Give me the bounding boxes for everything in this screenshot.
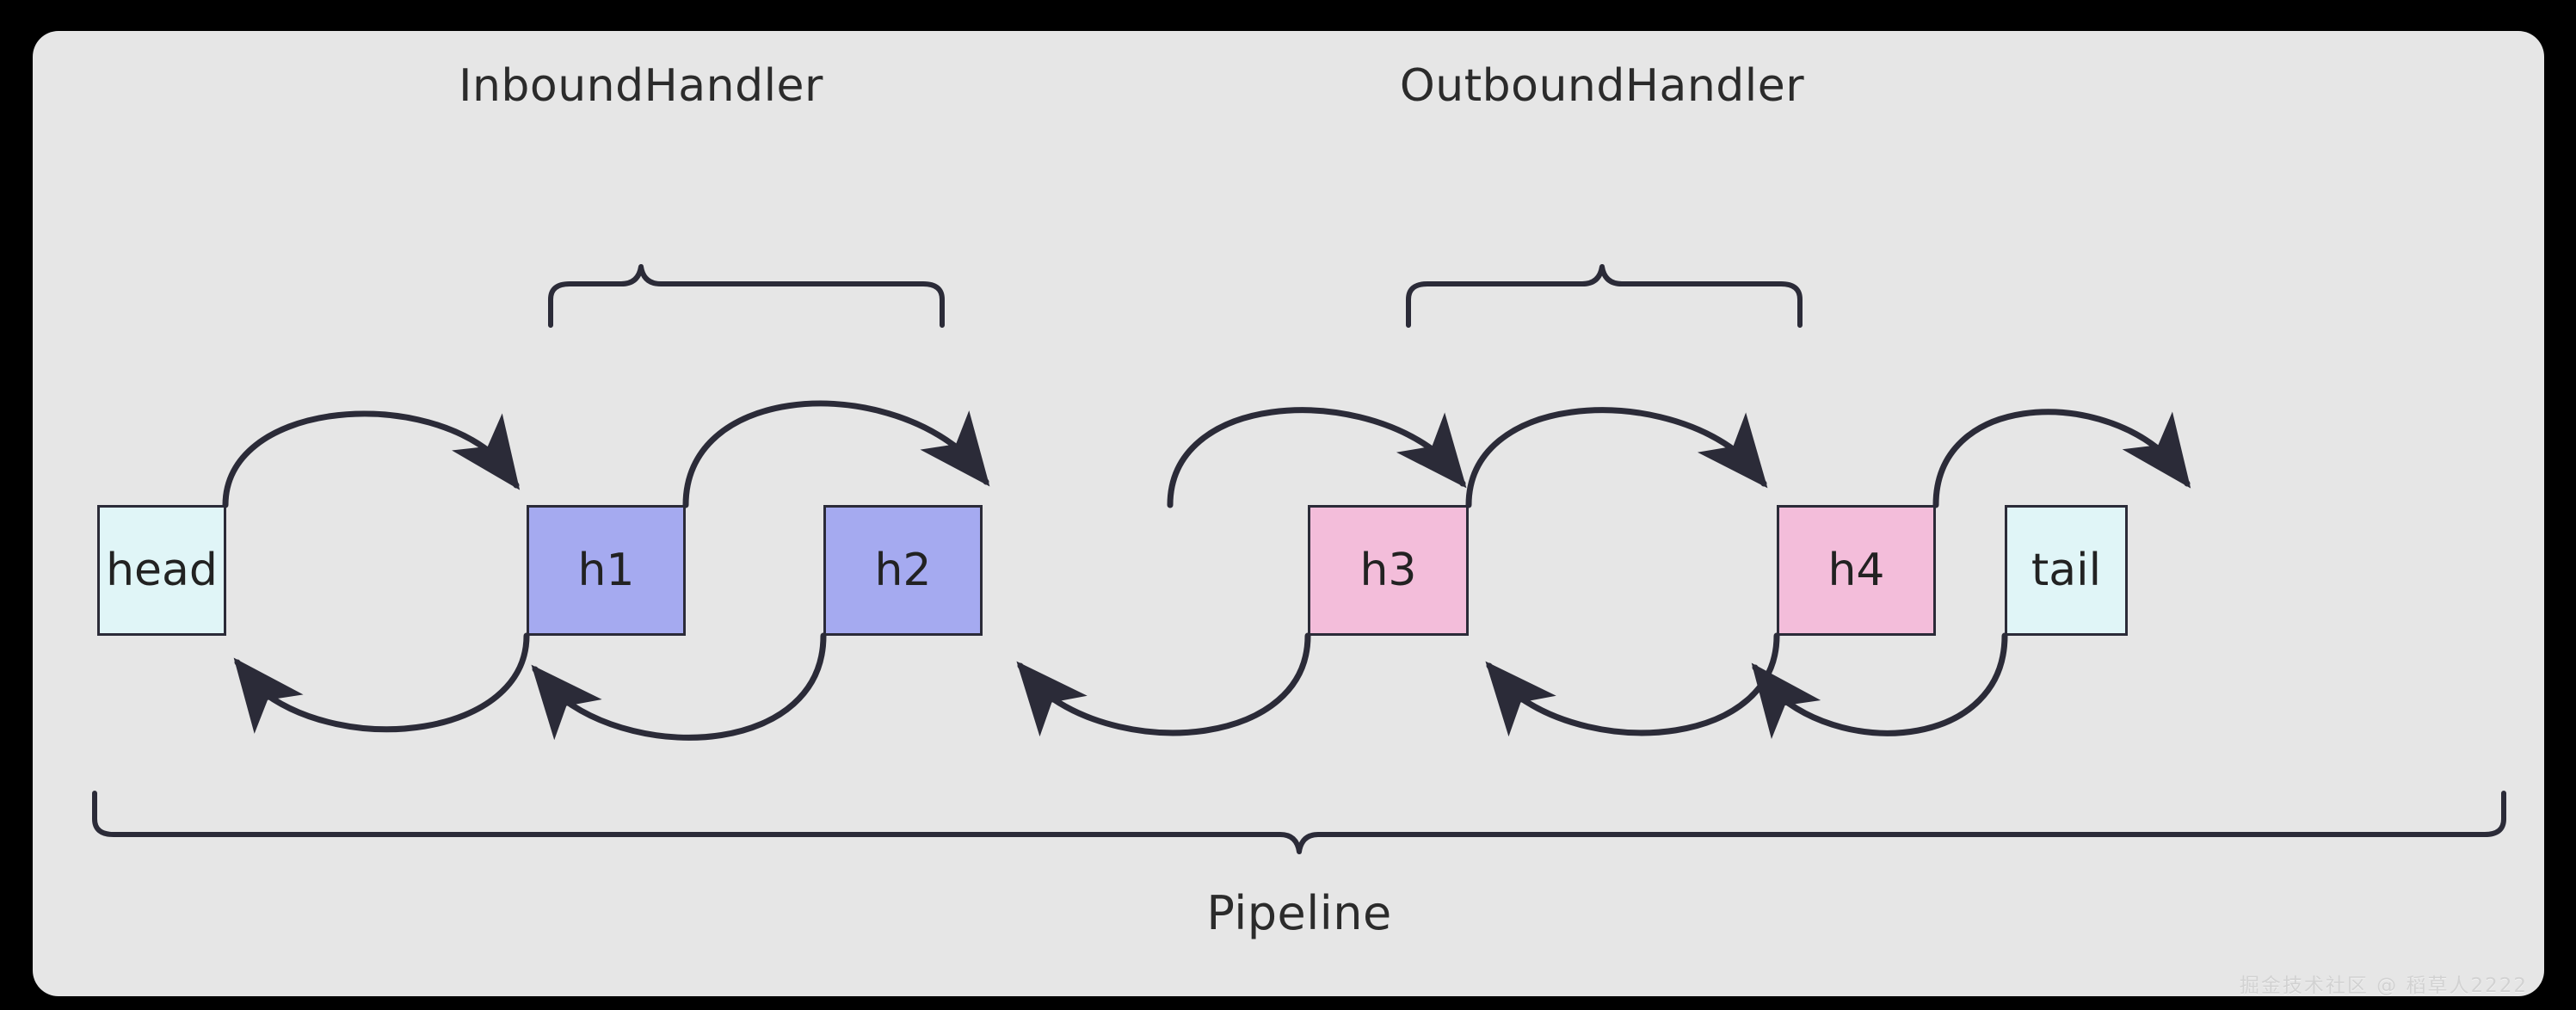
node-h4[interactable]: h4 bbox=[1777, 505, 1936, 636]
group-label-outbound: OutboundHandler bbox=[1399, 60, 1805, 112]
group-label-pipeline: Pipeline bbox=[1206, 886, 1392, 940]
node-h3[interactable]: h3 bbox=[1308, 505, 1469, 636]
node-tail[interactable]: tail bbox=[2005, 505, 2128, 636]
node-h1[interactable]: h1 bbox=[527, 505, 686, 636]
node-head[interactable]: head bbox=[97, 505, 226, 636]
group-label-inbound: InboundHandler bbox=[459, 60, 823, 112]
diagram-canvas bbox=[33, 31, 2544, 996]
watermark: 掘金技术社区 @ 稻草人2222 bbox=[2239, 975, 2528, 997]
node-h2[interactable]: h2 bbox=[823, 505, 983, 636]
